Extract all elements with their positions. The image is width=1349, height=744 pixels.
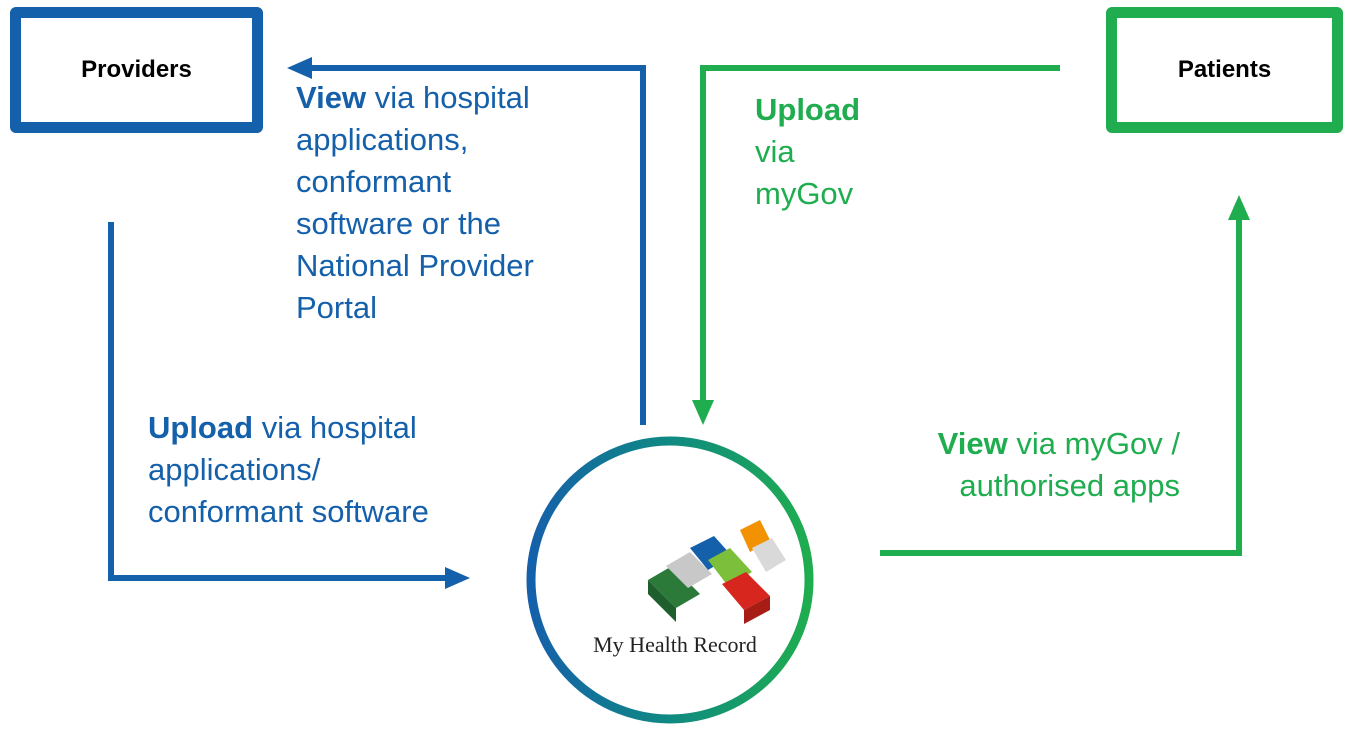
provider-upload-line: conformant software [148, 494, 429, 529]
provider-view-line: National Provider [296, 248, 534, 283]
arrow-up-icon [1228, 195, 1250, 220]
arrow-left-icon [287, 57, 312, 79]
providers-box: Providers [10, 7, 263, 133]
provider-view-line: software or the [296, 206, 502, 241]
provider-view-connector [310, 65, 646, 425]
patient-view-line: via myGov / [1016, 426, 1180, 461]
provider-view-line: via hospital [374, 80, 530, 115]
patient-view-verb: View [937, 426, 1008, 461]
provider-view-line: Portal [296, 290, 377, 325]
provider-upload-line: applications/ [148, 452, 321, 487]
provider-upload-line: via hospital [261, 410, 417, 445]
arrow-down-icon [692, 400, 714, 425]
patient-upload-label: Upload via myGov [755, 89, 895, 215]
provider-view-line: applications, [296, 122, 469, 157]
patient-upload-verb: Upload [755, 92, 861, 127]
patients-box: Patients [1106, 7, 1343, 133]
providers-label: Providers [81, 56, 192, 83]
provider-upload-label: Upload via hospital applications/ confor… [148, 407, 508, 533]
provider-view-label: View via hospital applications, conforma… [296, 77, 596, 329]
provider-upload-verb: Upload [148, 410, 254, 445]
provider-view-line: conformant [296, 164, 452, 199]
patient-upload-line: via [755, 134, 795, 169]
patient-view-line: authorised apps [959, 468, 1180, 503]
my-health-record-logo [648, 520, 786, 624]
patient-view-label: View via myGov / authorised apps [880, 423, 1180, 507]
patient-upload-connector [700, 65, 1060, 402]
patients-label: Patients [1177, 56, 1272, 83]
patient-view-connector [880, 218, 1242, 556]
my-health-record-text: My Health Record [593, 632, 757, 657]
provider-view-verb: View [296, 80, 367, 115]
provider-upload-connector [108, 222, 448, 581]
arrow-right-icon [445, 567, 470, 589]
patient-upload-line: myGov [755, 176, 854, 211]
